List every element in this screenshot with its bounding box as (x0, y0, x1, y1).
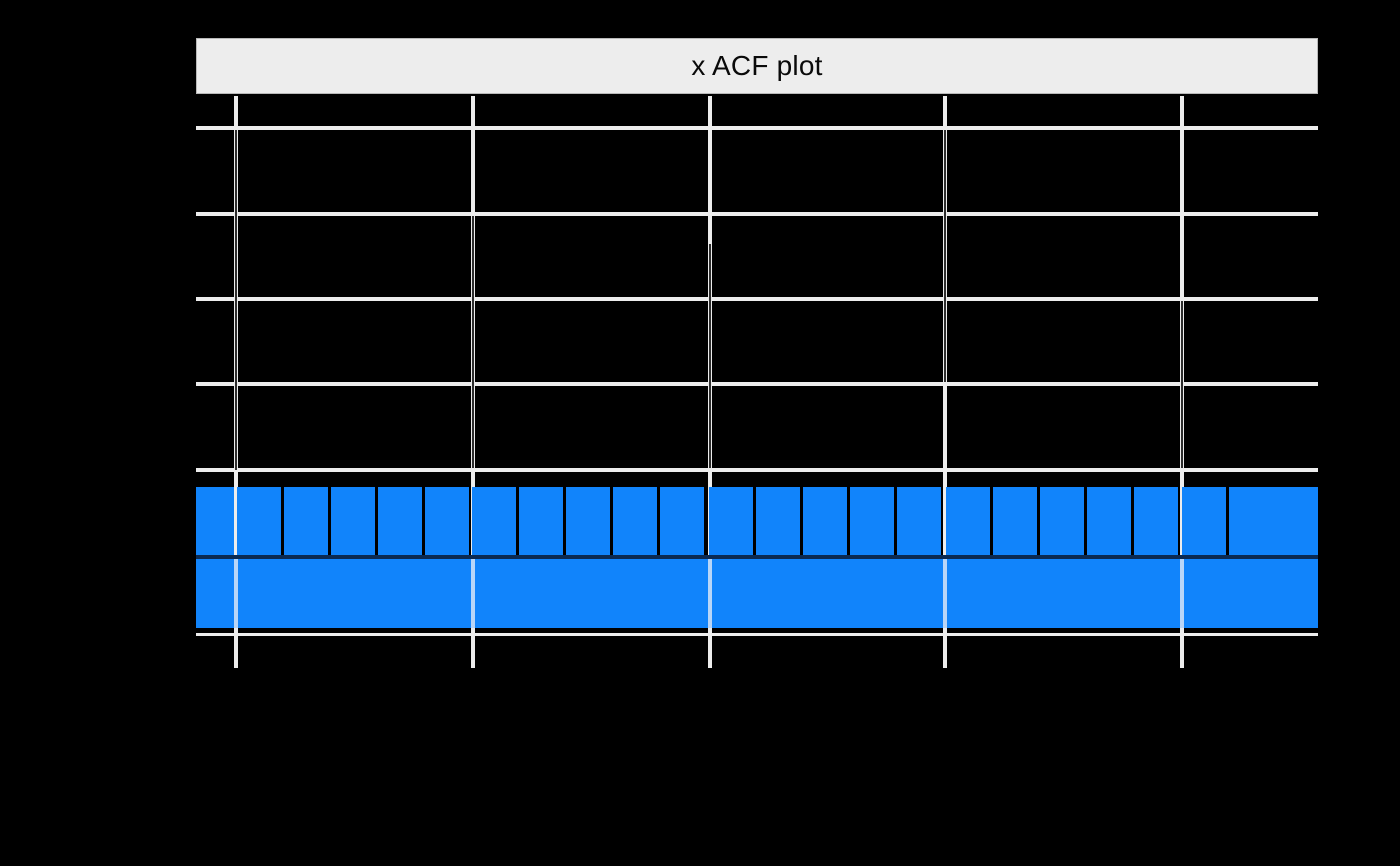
bar-15 (897, 487, 941, 555)
bar-21 (1182, 487, 1226, 555)
tick-minor-x15-upper (944, 130, 946, 382)
bar-series (196, 96, 1318, 671)
tick-minor-x0-upper (235, 130, 237, 470)
gridline-horizontal-y0-8 (196, 212, 1318, 216)
gridline-vertical-x20-lower (1180, 559, 1184, 628)
bar-9 (613, 487, 657, 555)
bar-14 (850, 487, 894, 555)
gridline-horizontal-y1-0 (196, 126, 1318, 130)
bar-10 (660, 487, 704, 555)
bar-18 (1040, 487, 1084, 555)
gridline-vertical-x15 (943, 96, 947, 668)
bar-20 (1134, 487, 1178, 555)
zero-line (196, 555, 1318, 559)
bar-19 (1087, 487, 1131, 555)
bar-12 (756, 487, 800, 555)
gridline-horizontal-y0-6 (196, 297, 1318, 301)
gridline-horizontal-y0-2 (196, 468, 1318, 472)
bar-17 (993, 487, 1037, 555)
bar-13 (803, 487, 847, 555)
tick-minor-x20-upper (1181, 301, 1183, 468)
bar-6 (472, 487, 516, 555)
bar-8 (566, 487, 610, 555)
tick-minor-x5-upper (472, 216, 474, 468)
page-title: x ACF plot (691, 50, 823, 81)
bar-1 (237, 487, 281, 555)
gridline-vertical-x10-lower (708, 559, 712, 628)
gridline-vertical-x5-lower (471, 559, 475, 628)
bar-2 (284, 487, 328, 555)
gridline-horizontal-y0-4 (196, 382, 1318, 386)
tick-minor-x10-upper (709, 244, 711, 468)
bar-16 (946, 487, 990, 555)
bar-4 (378, 487, 422, 555)
chart-title-bar: x ACF plot (196, 38, 1318, 94)
gridline-vertical-x0-lower (234, 559, 238, 628)
bar-0 (196, 487, 234, 555)
bar-3 (331, 487, 375, 555)
bar-7 (519, 487, 563, 555)
gridline-vertical-x15-lower (943, 559, 947, 628)
bar-22 (1229, 487, 1318, 555)
x-axis-line (196, 633, 1318, 636)
lower-band (196, 559, 1318, 628)
bar-11 (709, 487, 753, 555)
bar-5 (425, 487, 469, 555)
plot-area (196, 96, 1318, 671)
